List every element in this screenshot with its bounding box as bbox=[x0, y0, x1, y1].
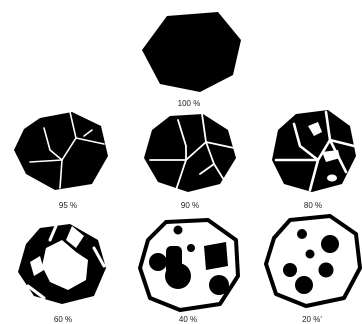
label-80: 80 % bbox=[304, 201, 322, 210]
label-90: 90 % bbox=[181, 201, 199, 210]
label-95: 95 % bbox=[59, 201, 77, 210]
label-60: 60 % bbox=[54, 315, 72, 324]
polygon-95 bbox=[14, 112, 108, 190]
label-20: 20 %' bbox=[302, 315, 322, 324]
polygon-40 bbox=[140, 220, 238, 310]
polygon-80 bbox=[272, 110, 356, 192]
label-100: 100 % bbox=[178, 99, 201, 108]
polygon-60 bbox=[18, 224, 106, 304]
label-40: 40 % bbox=[179, 315, 197, 324]
polygon-90 bbox=[144, 114, 236, 192]
polygon-20 bbox=[266, 216, 360, 306]
polygon-100 bbox=[142, 12, 241, 92]
